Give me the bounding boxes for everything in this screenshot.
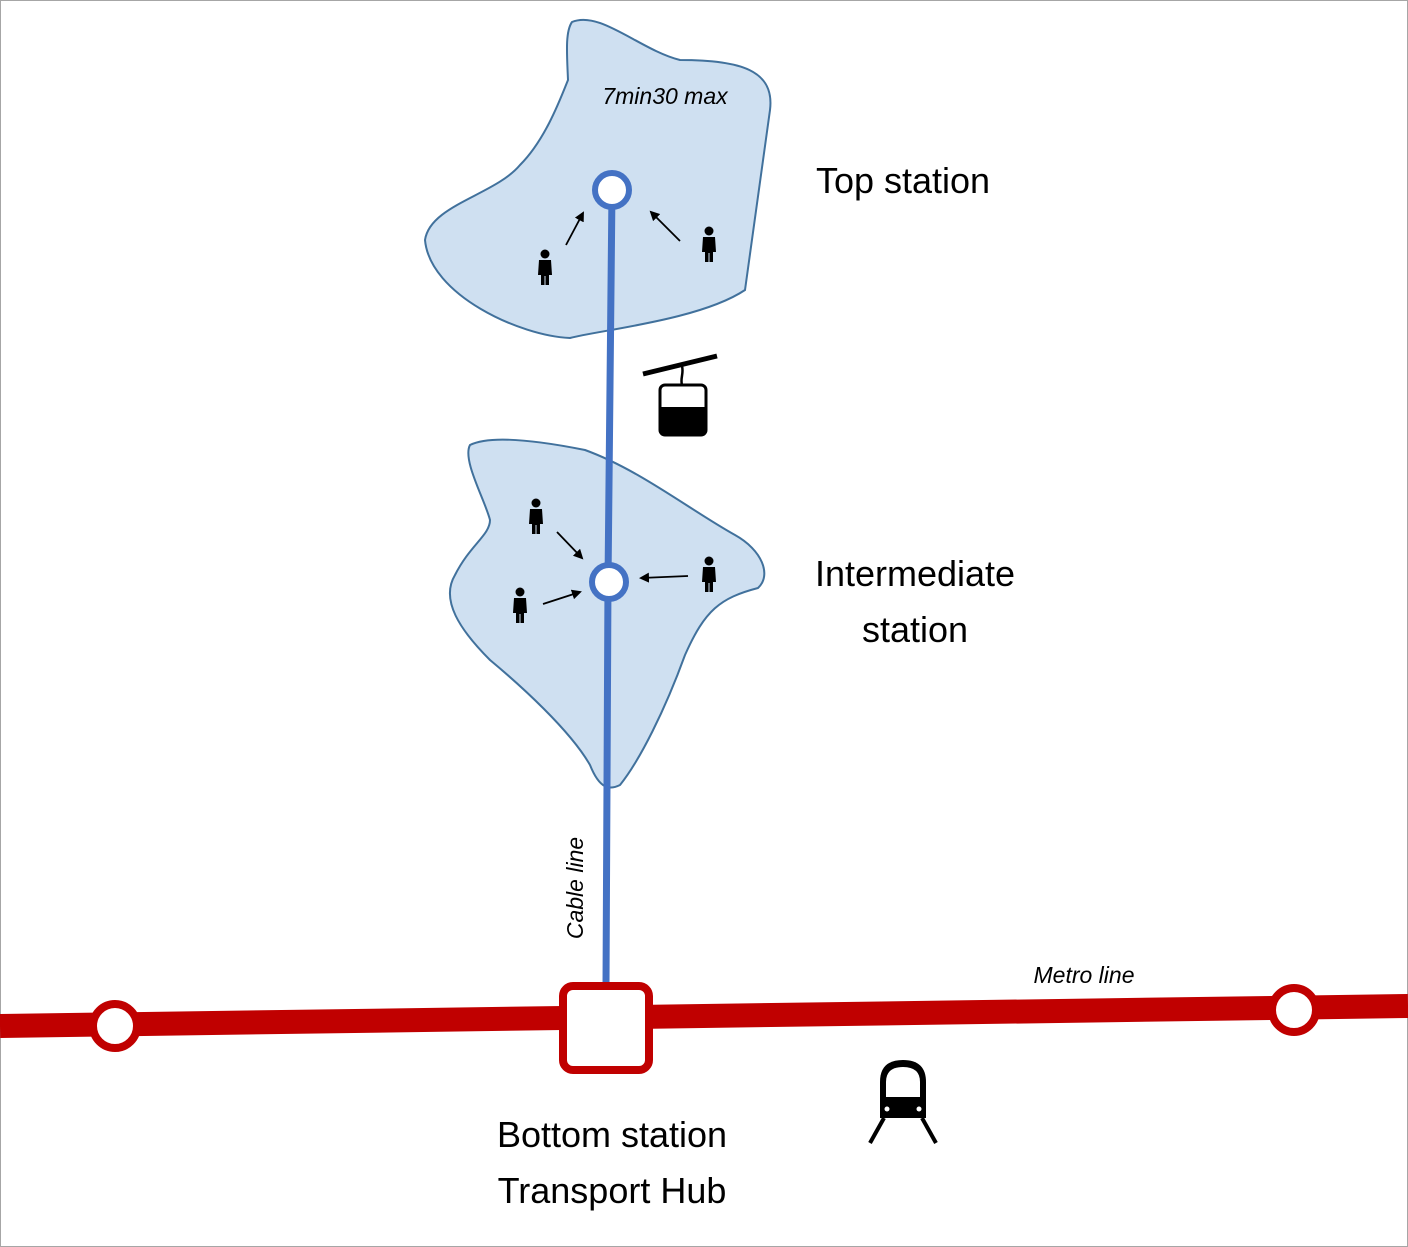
intermediate-station-node[interactable] [589, 562, 629, 602]
walk-arrow [542, 589, 582, 605]
walk-arrow [639, 572, 689, 583]
intermediate-station-label-line1: Intermediate [815, 553, 1015, 594]
metro-line [0, 994, 1408, 1038]
walk-arrow [565, 211, 584, 246]
metro-station-right[interactable] [1268, 984, 1320, 1036]
catchment-time-label: 7min30 max [602, 83, 729, 109]
cable-car-icon [642, 353, 718, 437]
intermediate-station-label-line2: station [862, 609, 968, 650]
walk-arrow [556, 531, 584, 560]
bottom-station-label-line2: Transport Hub [498, 1170, 727, 1211]
metro-line-label: Metro line [1034, 962, 1135, 988]
metro-train-icon [868, 1060, 938, 1144]
cable-line-label: Cable line [562, 837, 588, 939]
top-station-label: Top station [816, 160, 990, 201]
top-station-node[interactable] [592, 170, 632, 210]
bottom-station-hub[interactable] [559, 982, 653, 1074]
metro-station-left[interactable] [89, 1000, 141, 1052]
walk-arrow [649, 210, 681, 242]
bottom-station-label-line1: Bottom station [497, 1114, 727, 1155]
